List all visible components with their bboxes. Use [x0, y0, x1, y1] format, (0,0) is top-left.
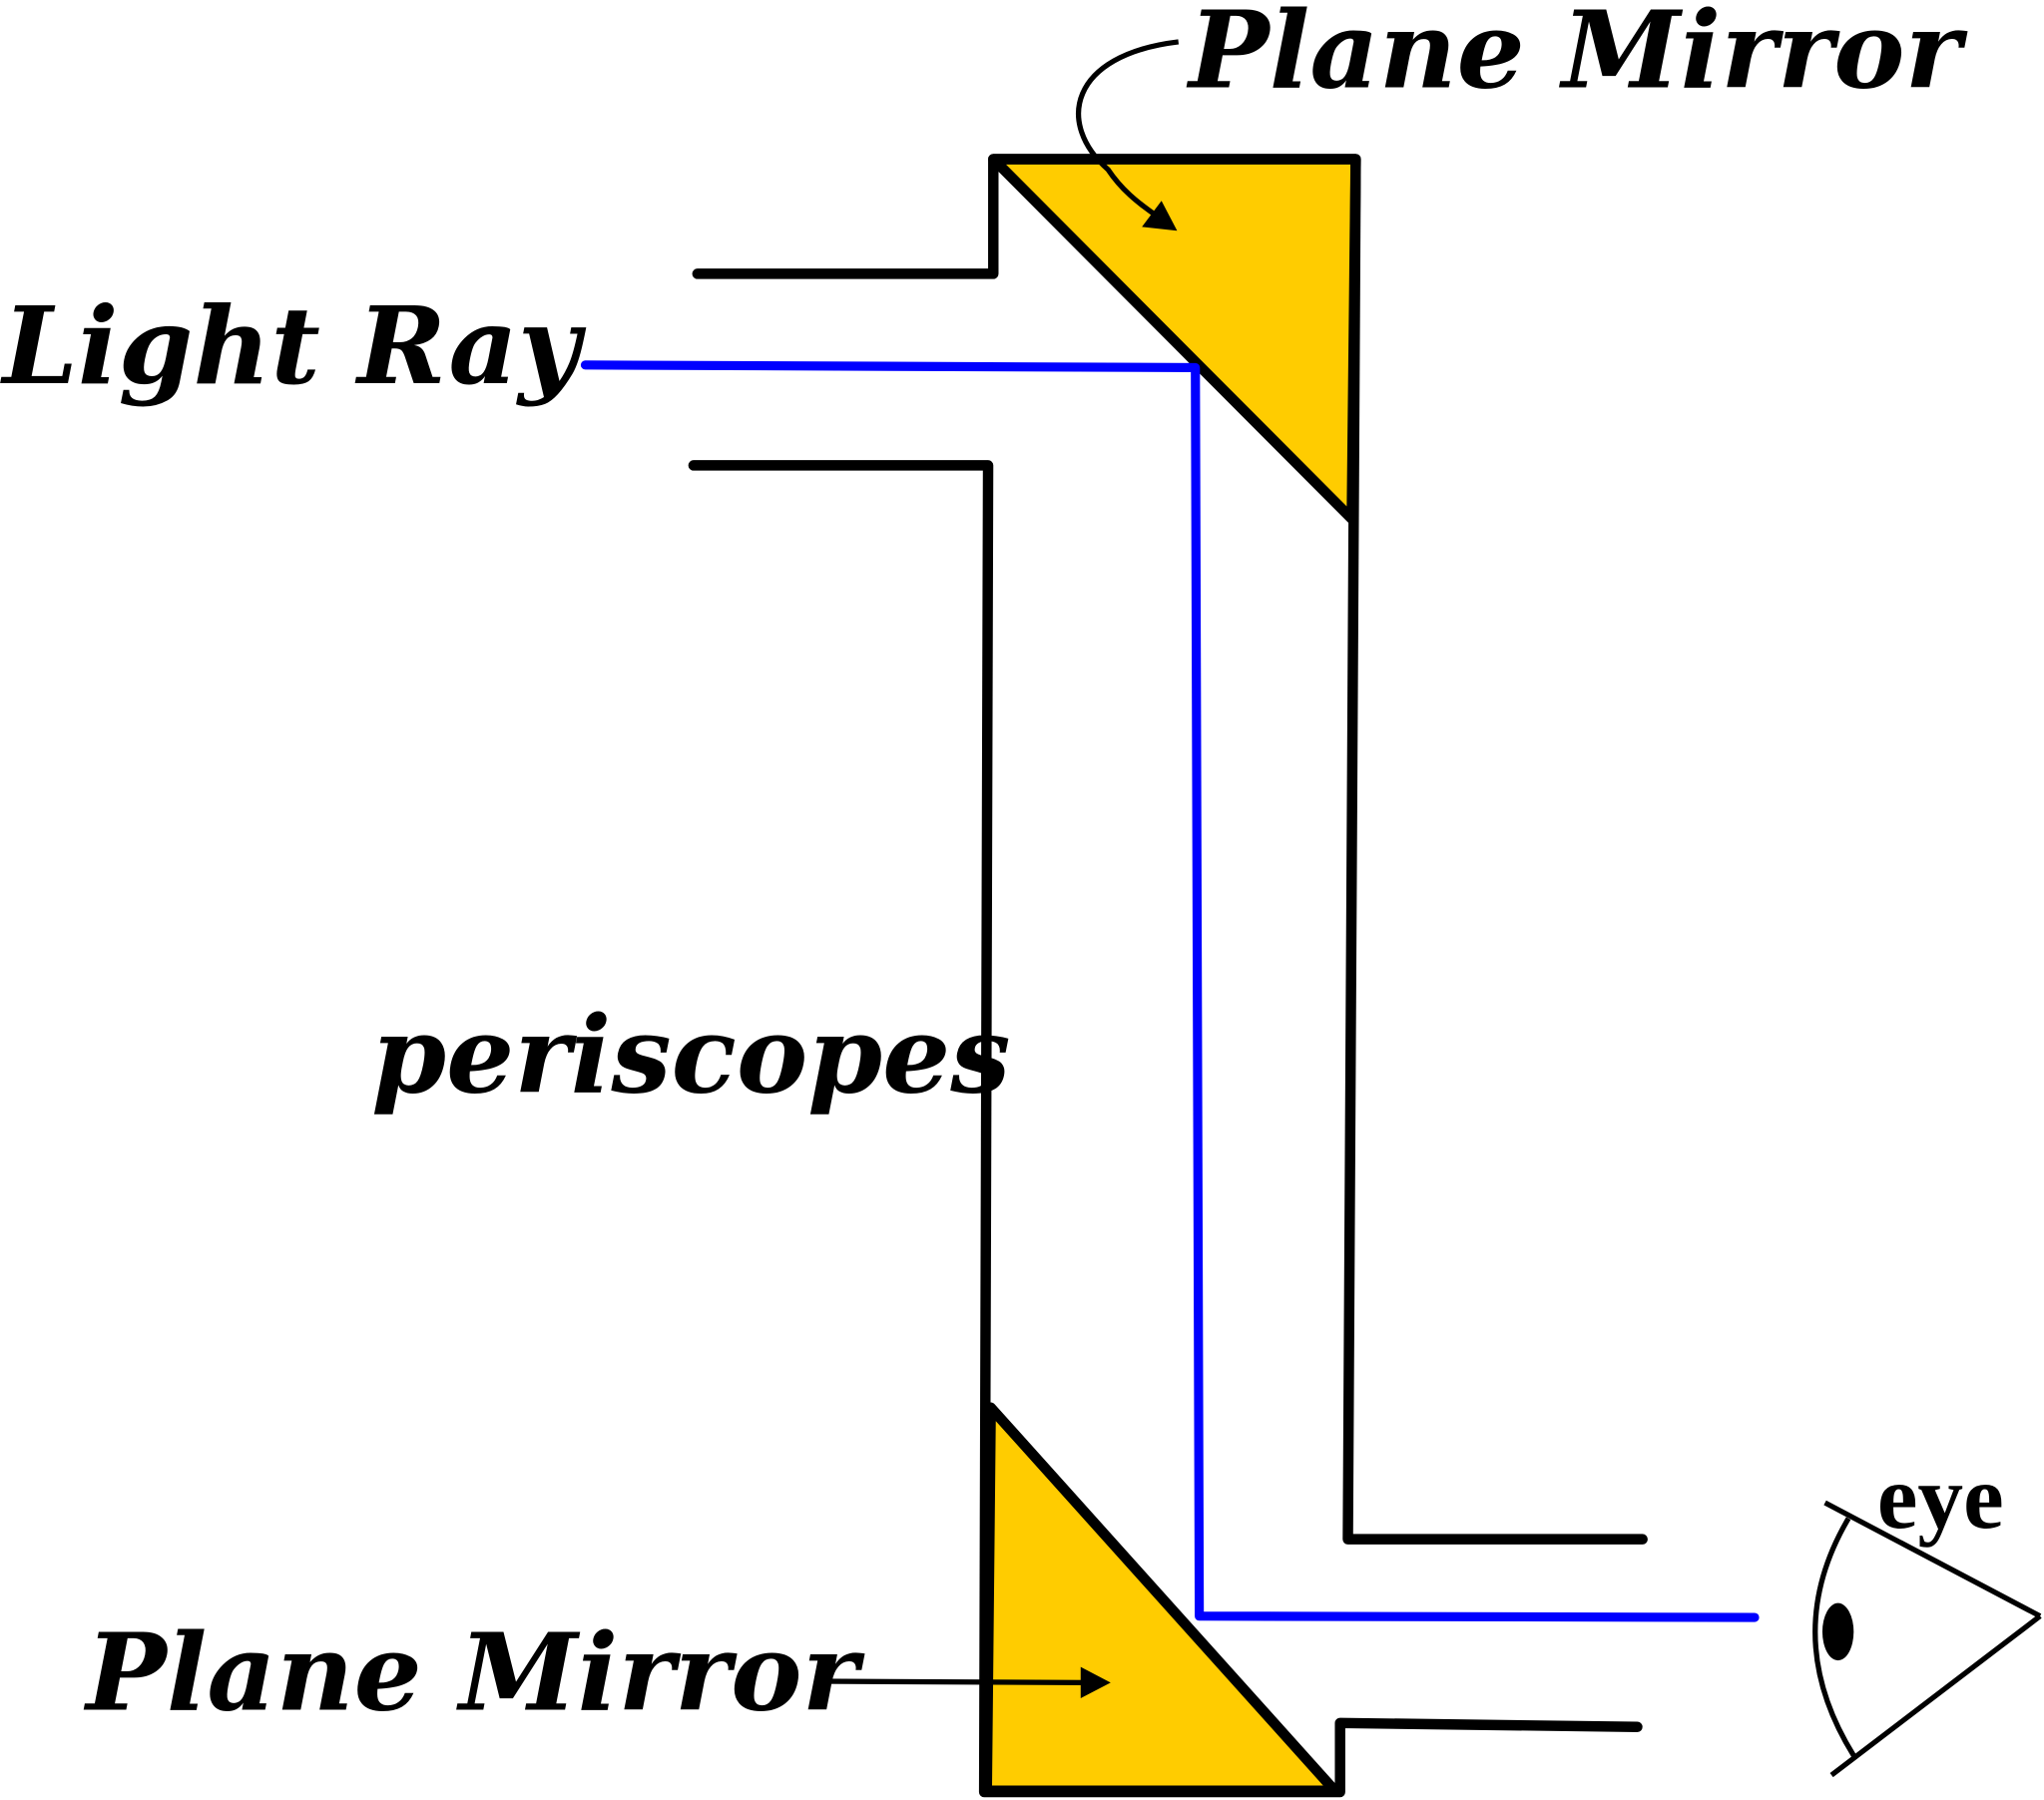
periscope-inner-wall	[688, 460, 1643, 1798]
eye-icon	[1812, 1500, 2042, 1778]
bottom-mirror-pointer-arrow	[820, 1678, 1085, 1685]
bottom-mirror-label: Plane Mirror	[83, 1610, 864, 1736]
periscopes-label: periscopes	[371, 993, 1010, 1119]
arrowhead-icon	[1080, 1666, 1111, 1698]
top-mirror-pointer-arrow	[1076, 39, 1180, 220]
arrowhead-icon	[1142, 201, 1178, 231]
top-plane-mirror	[988, 154, 1361, 525]
eye-label: eye	[1877, 1447, 2004, 1548]
top-mirror-label: Plane Mirror	[1186, 0, 1967, 114]
periscope-outer-wall	[692, 154, 1648, 1545]
light-ray-path	[580, 360, 1760, 1622]
bottom-plane-mirror	[981, 1402, 1340, 1796]
light-ray-label: Light Ray	[0, 283, 587, 409]
